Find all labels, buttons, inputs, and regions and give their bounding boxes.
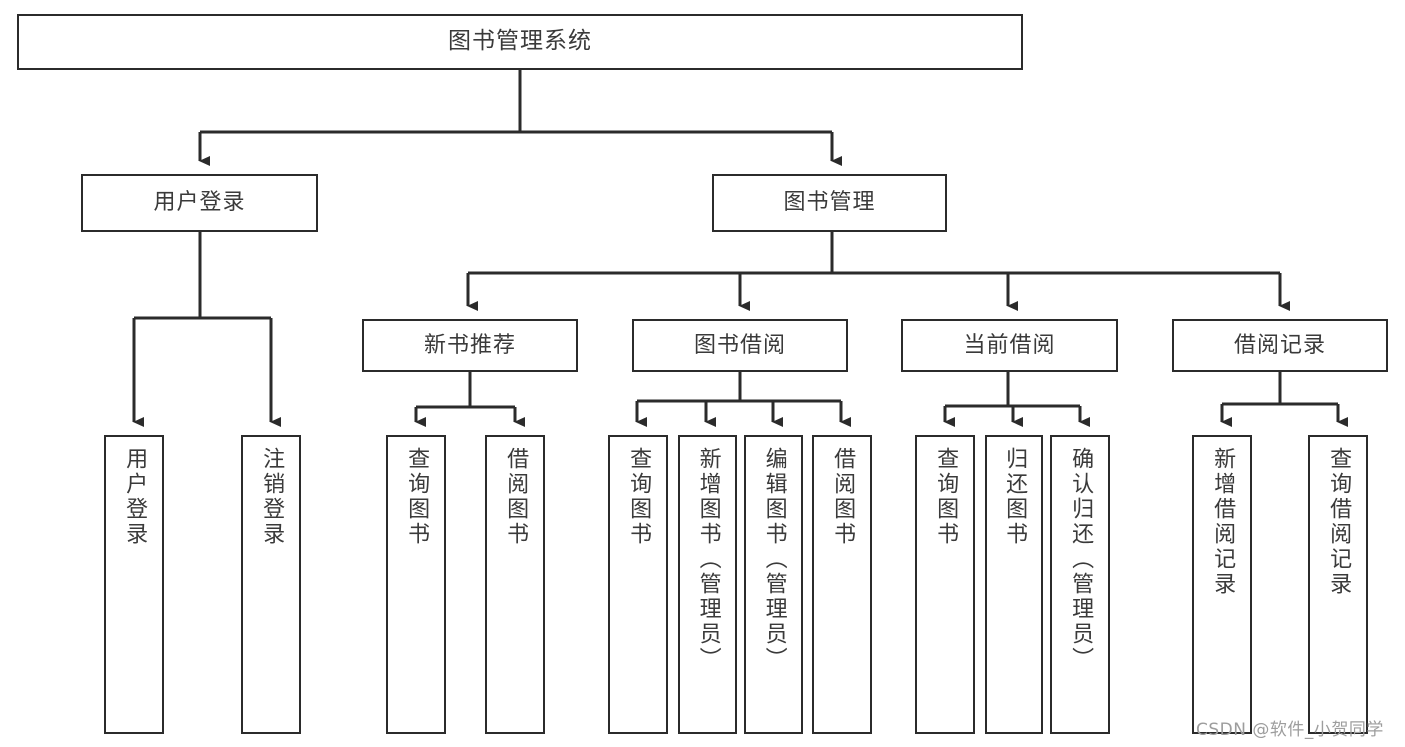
node-label-leaf-return-book: 归还图书 (1002, 447, 1028, 547)
node-label-leaf-query-record: 查询借阅记录 (1326, 447, 1352, 597)
node-user-login[interactable]: 用户登录 (81, 174, 318, 232)
node-label-leaf-query-book-borrow: 查询图书 (626, 447, 652, 547)
node-leaf-query-book-current[interactable]: 查询图书 (915, 435, 975, 734)
node-leaf-query-book-rec[interactable]: 查询图书 (386, 435, 446, 734)
node-label-borrow-record: 借阅记录 (1233, 332, 1326, 358)
node-leaf-add-record[interactable]: 新增借阅记录 (1192, 435, 1252, 734)
book-borrow-to-leaves-connectors (635, 372, 851, 427)
node-label-root: 图书管理系统 (448, 28, 592, 55)
node-label-leaf-add-record: 新增借阅记录 (1210, 447, 1236, 597)
node-leaf-edit-book[interactable]: 编辑图书（管理员） (744, 435, 803, 734)
node-label-leaf-query-book-current: 查询图书 (933, 447, 959, 547)
node-label-user-login: 用户登录 (153, 190, 246, 216)
node-leaf-logout[interactable]: 注销登录 (241, 435, 301, 734)
node-label-leaf-logout: 注销登录 (259, 447, 285, 547)
book-manage-to-level2-connectors (466, 232, 1290, 311)
node-leaf-borrow-book-borrow[interactable]: 借阅图书 (812, 435, 872, 734)
root-to-level1-connectors (198, 70, 842, 166)
borrow-record-to-leaves-connectors (1220, 372, 1348, 427)
new-book-recommend-to-leaves-connectors (414, 372, 525, 427)
user-login-to-leaves-connectors (132, 232, 281, 427)
node-book-borrow[interactable]: 图书借阅 (632, 319, 848, 372)
node-label-leaf-edit-book: 编辑图书（管理员） (761, 447, 787, 672)
node-label-leaf-query-book-rec: 查询图书 (404, 447, 430, 547)
node-leaf-borrow-book-rec[interactable]: 借阅图书 (485, 435, 545, 734)
node-label-leaf-confirm-return: 确认归还（管理员） (1068, 447, 1094, 672)
node-leaf-add-book[interactable]: 新增图书（管理员） (678, 435, 737, 734)
node-book-manage[interactable]: 图书管理 (712, 174, 947, 232)
node-label-leaf-add-book: 新增图书（管理员） (695, 447, 721, 672)
node-new-book-recommend[interactable]: 新书推荐 (362, 319, 578, 372)
node-root-system[interactable]: 图书管理系统 (17, 14, 1023, 70)
node-leaf-confirm-return[interactable]: 确认归还（管理员） (1050, 435, 1110, 734)
node-leaf-return-book[interactable]: 归还图书 (985, 435, 1043, 734)
node-label-leaf-borrow-book-borrow: 借阅图书 (830, 447, 856, 547)
current-borrow-to-leaves-connectors (943, 372, 1090, 427)
node-borrow-record[interactable]: 借阅记录 (1172, 319, 1388, 372)
csdn-watermark: CSDN @软件_小贺同学 (1196, 720, 1384, 740)
node-label-book-manage: 图书管理 (783, 190, 876, 216)
node-leaf-query-record[interactable]: 查询借阅记录 (1308, 435, 1368, 734)
node-current-borrow[interactable]: 当前借阅 (901, 319, 1118, 372)
node-leaf-user-login[interactable]: 用户登录 (104, 435, 164, 734)
node-label-new-book-recommend: 新书推荐 (423, 332, 516, 358)
node-label-current-borrow: 当前借阅 (963, 332, 1056, 358)
node-leaf-query-book-borrow[interactable]: 查询图书 (608, 435, 668, 734)
node-label-leaf-user-login: 用户登录 (122, 447, 148, 547)
node-label-book-borrow: 图书借阅 (693, 332, 786, 358)
node-label-leaf-borrow-book-rec: 借阅图书 (503, 447, 529, 547)
